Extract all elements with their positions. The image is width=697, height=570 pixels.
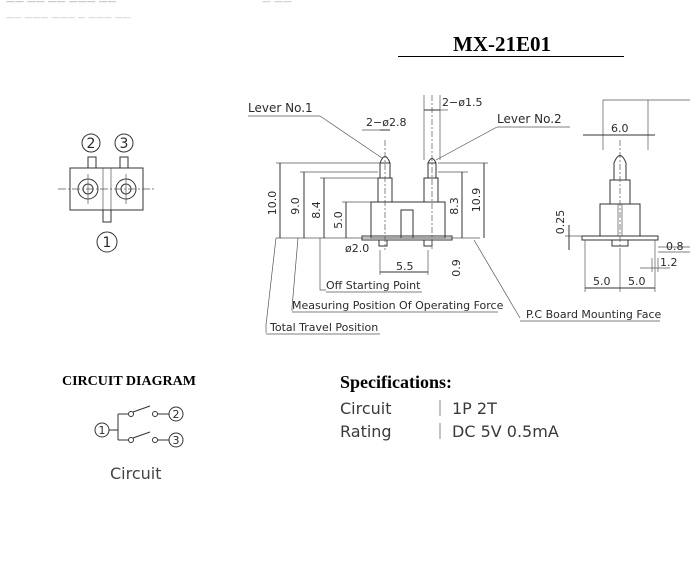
spec-rating-value: DC 5V 0.5mA <box>452 422 559 441</box>
measuring-position-label: Measuring Position Of Operating Force <box>292 299 504 312</box>
total-travel-position-label: Total Travel Position <box>269 321 378 334</box>
spec-rating-label: Rating <box>340 422 392 441</box>
dim-0-9: 0.9 <box>450 259 463 277</box>
top-pin3-label: 3 <box>120 136 129 152</box>
front-body <box>370 201 446 239</box>
header-fragment-3: — —— <box>262 0 292 7</box>
dim-6-0: 6.0 <box>611 122 629 135</box>
circuit-pin2-label: 2 <box>173 408 180 421</box>
dim-9-0: 9.0 <box>289 197 302 215</box>
lever-no2-label: Lever No.2 <box>497 112 562 126</box>
dim-5-0-left: 5.0 <box>593 275 611 288</box>
header-fragment-1: —— —— —— ——— —— <box>6 0 116 7</box>
dim-0-25: 0.25 <box>554 210 567 235</box>
specifications: Specifications: Circuit 1P 2T Rating DC … <box>340 372 559 441</box>
front-view: 10.0 9.0 8.4 5.0 8.3 10.9 2−ø2.8 2−ø1.5 … <box>248 95 662 335</box>
dim-10-9: 10.9 <box>470 188 483 213</box>
off-starting-point-label: Off Starting Point <box>326 279 421 292</box>
dim-5-0: 5.0 <box>332 211 345 229</box>
dim-2-dia-2-8: 2−ø2.8 <box>366 116 406 129</box>
specifications-heading: Specifications: <box>340 372 452 392</box>
lever-no1-label: Lever No.1 <box>248 101 313 115</box>
circuit-pin3-label: 3 <box>173 434 180 447</box>
circuit-pin1-label: 1 <box>99 424 106 437</box>
pc-board-face-label: P.C Board Mounting Face <box>526 308 662 321</box>
dim-5-0-right: 5.0 <box>628 275 646 288</box>
dim-8-4: 8.4 <box>310 201 323 219</box>
dim-10-0: 10.0 <box>266 191 279 216</box>
title-underline: MX-21E01 <box>398 32 624 57</box>
top-pin2-label: 2 <box>87 136 96 152</box>
spec-circuit-label: Circuit <box>340 399 392 418</box>
part-number-title: MX-21E01 <box>453 32 551 56</box>
dim-2-dia-1-5: 2−ø1.5 <box>442 96 482 109</box>
header-fragment-2: —— ——— ——— — ——— —— <box>6 13 131 22</box>
dim-1-2: 1.2 <box>660 256 678 269</box>
top-pin1-label: 1 <box>103 235 112 251</box>
dim-dia-2-0: ø2.0 <box>345 242 369 255</box>
circuit-caption: Circuit <box>110 464 162 483</box>
side-view: 6.0 0.25 0.8 1.2 5.0 5.0 <box>554 99 690 292</box>
circuit-diagram-heading: CIRCUIT DIAGRAM <box>62 374 196 389</box>
dim-5-5: 5.5 <box>396 260 414 273</box>
pin1-circle <box>96 231 118 253</box>
pin2-circle <box>81 133 101 153</box>
spec-circuit-value: 1P 2T <box>452 399 497 418</box>
pin3-circle <box>114 133 134 153</box>
dim-8-3: 8.3 <box>448 197 461 215</box>
dim-0-8: 0.8 <box>666 240 684 253</box>
top-view: 2 3 1 <box>58 133 154 253</box>
circuit-diagram: CIRCUIT DIAGRAM 1 2 3 Circuit <box>62 374 196 483</box>
